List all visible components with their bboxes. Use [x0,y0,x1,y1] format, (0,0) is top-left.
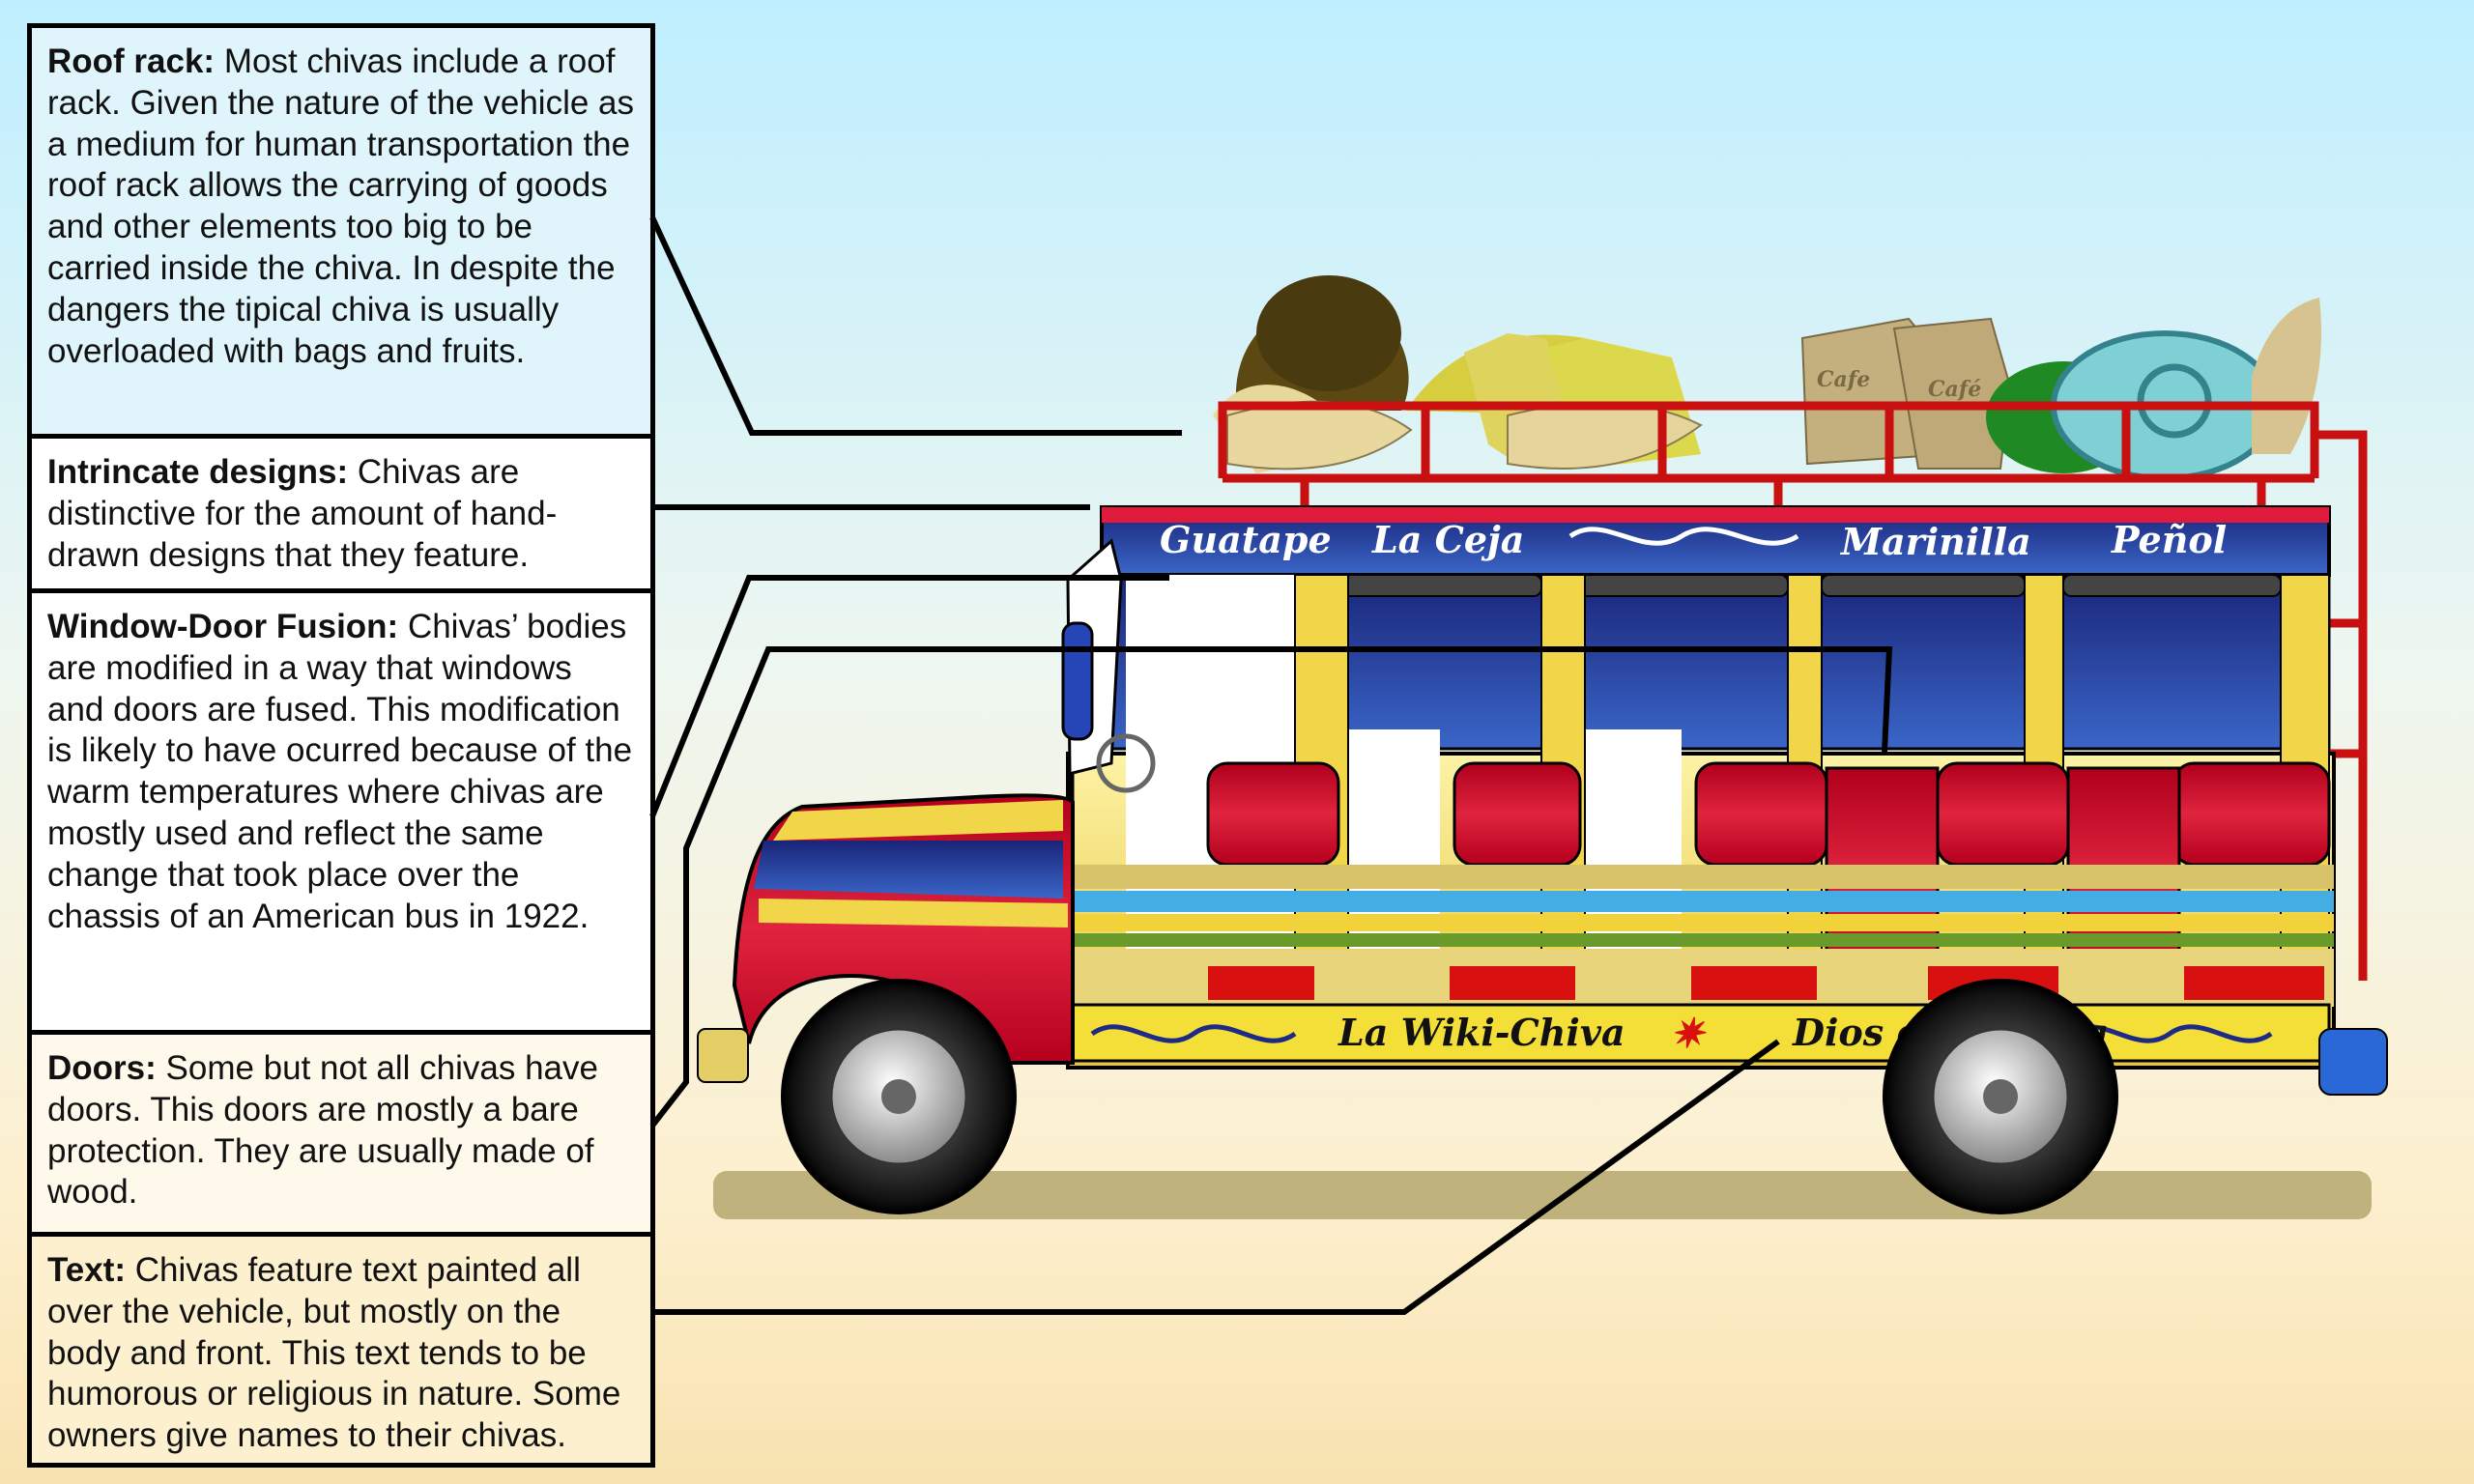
callout-roof-rack: Roof rack: Most chivas include a roof ra… [27,23,655,439]
callout-title: Roof rack: [47,43,216,80]
main-body: La Wiki-Chiva Dios es mi guia ✷ [1066,574,2336,1070]
side-mirror [1061,621,1094,741]
callout-title: Window-Door Fusion: [47,608,399,645]
leader-roof-rack [649,215,1182,436]
roof-town-4: Peñol [2111,518,2227,561]
ground-strip [713,1171,2372,1219]
steering-wheel [1096,733,1156,793]
upper-body [1105,573,2331,751]
window-roll-blinds [1338,574,2282,597]
door [1825,766,1940,987]
callout-intrincate-designs: Intrincate designs: Chivas are distincti… [27,434,655,593]
roof-sign-band: Guatape La Ceja Marinilla Peñol [1100,505,2331,577]
roof-cargo: Cafe Café [1213,275,2321,481]
side-motto: Dios es mi guia [1792,1011,2109,1054]
star-ornament: ✷ [1670,1010,1707,1057]
callout-text: Some but not all chivas have doors. This… [47,1049,598,1212]
callout-text: Text: Chivas feature text painted all ov… [27,1232,655,1468]
callout-text: Most chivas include a roof rack. Given t… [47,43,634,370]
door [2066,766,2181,987]
roof-town-1: Guatape [1160,518,1332,561]
callout-text: Chivas’ bodies are modified in a way tha… [47,608,633,935]
side-text-strip [1071,1003,2331,1063]
leader-lines [649,215,1893,1315]
front-bumper [697,1028,749,1083]
callout-title: Intrincate designs: [47,453,349,491]
callout-title: Doors: [47,1049,157,1087]
front-wheel [781,979,1017,1214]
callout-text: Chivas feature text painted all over the… [47,1251,621,1455]
cargo-label-2: Café [1928,377,1981,402]
leader-doors [649,646,1893,1127]
callout-window-door-fusion: Window-Door Fusion: Chivas’ bodies are m… [27,588,655,1035]
callout-text: Chivas are distinctive for the amount of… [47,453,558,574]
rear-bumper [2318,1028,2388,1096]
rear-wheel [1883,979,2118,1214]
roof-rack [1218,401,2368,981]
callout-title: Text: [47,1251,127,1289]
callout-doors: Doors: Some but not all chivas have door… [27,1030,655,1237]
cargo-label-1: Cafe [1817,367,1870,392]
front-hood [697,538,2388,1096]
side-name: La Wiki-Chiva [1338,1011,1625,1054]
leader-text [652,1039,1780,1315]
leader-window-door-fusion [649,575,1169,818]
roof-town-2: La Ceja [1371,518,1524,561]
roof-town-3: Marinilla [1839,520,2031,563]
